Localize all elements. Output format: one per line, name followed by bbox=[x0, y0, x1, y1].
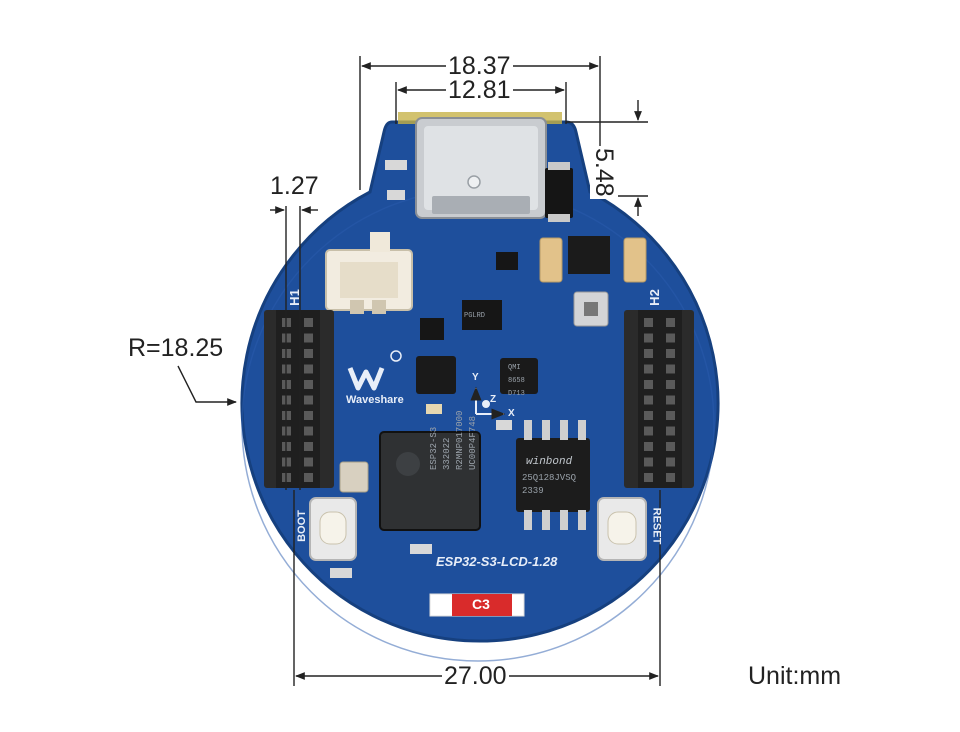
dim-radius: R=18.25 bbox=[126, 334, 226, 362]
boot-button bbox=[309, 497, 357, 561]
header-pin bbox=[644, 442, 653, 451]
flash-marking: 25Q128JVSQ 2339 bbox=[522, 473, 577, 496]
header-pin bbox=[666, 442, 675, 451]
header-pin bbox=[304, 395, 313, 405]
usb-c-connector bbox=[415, 117, 547, 219]
header-pin bbox=[644, 473, 653, 482]
header-pin bbox=[644, 426, 653, 436]
reset-label: RESET bbox=[650, 507, 663, 545]
header-pin bbox=[304, 349, 313, 358]
small-chip-marking: PGLRD bbox=[464, 312, 486, 320]
header-pin bbox=[666, 457, 675, 467]
sensor-marking: QMI 8658 D713 bbox=[508, 364, 525, 398]
dim-usb-width: 12.81 bbox=[446, 76, 513, 104]
header-pin bbox=[666, 395, 675, 405]
ldo bbox=[462, 300, 502, 330]
imu-sensor bbox=[416, 356, 456, 394]
header-pin bbox=[666, 333, 675, 343]
header-pin bbox=[304, 426, 313, 436]
header-pin bbox=[644, 349, 653, 358]
header-pin bbox=[304, 364, 313, 374]
waveshare-logo bbox=[347, 350, 402, 391]
header-pin bbox=[644, 457, 653, 467]
power-ic bbox=[568, 236, 610, 274]
axis-z-label: Z bbox=[490, 394, 497, 405]
header-pin bbox=[304, 442, 313, 451]
header-h1-label: H1 bbox=[286, 289, 302, 306]
led-component bbox=[420, 318, 444, 340]
header-pin bbox=[666, 473, 675, 482]
header-pin bbox=[644, 364, 653, 374]
header-pin bbox=[666, 349, 675, 358]
header-pin bbox=[304, 380, 313, 389]
dim-pin-pitch: 1.27 bbox=[268, 172, 321, 200]
header-pin bbox=[666, 426, 675, 436]
header-pin bbox=[666, 380, 675, 389]
capacitor bbox=[623, 237, 647, 283]
capacitor bbox=[539, 237, 563, 283]
axis-symbol bbox=[470, 386, 506, 420]
header-pin bbox=[304, 318, 313, 327]
header-pin bbox=[304, 333, 313, 343]
header-pin bbox=[644, 318, 653, 327]
c3-component bbox=[429, 593, 525, 617]
header-pin bbox=[304, 411, 313, 420]
esp32-marking: ESP32-S3 332022 R2MNP017000 UC00P4F748 bbox=[429, 410, 478, 470]
dim-usb-offset: 5.48 bbox=[590, 146, 618, 199]
dim-overall-width: 18.37 bbox=[446, 52, 513, 80]
dim-header-spacing: 27.00 bbox=[442, 662, 509, 690]
unit-label: Unit:mm bbox=[746, 662, 844, 690]
axis-y-label: Y bbox=[472, 372, 479, 383]
battery-connector bbox=[325, 232, 413, 314]
header-pin bbox=[644, 411, 653, 420]
brand-label: Waveshare bbox=[346, 394, 404, 406]
transistor bbox=[496, 252, 518, 270]
header-pin bbox=[666, 364, 675, 374]
header-pin bbox=[644, 333, 653, 343]
header-h1 bbox=[264, 310, 334, 488]
flash-chip bbox=[516, 420, 590, 530]
header-pin bbox=[666, 411, 675, 420]
header-pin bbox=[644, 380, 653, 389]
c3-label: C3 bbox=[472, 596, 490, 612]
small-ic bbox=[500, 358, 538, 394]
flash-brand-marking: winbond bbox=[526, 456, 573, 468]
header-pin bbox=[644, 395, 653, 405]
board-name-label: ESP32-S3-LCD-1.28 bbox=[436, 554, 558, 569]
header-pin bbox=[304, 473, 313, 482]
diode bbox=[545, 168, 573, 218]
header-pin bbox=[666, 318, 675, 327]
axis-x-label: X bbox=[508, 408, 515, 419]
esp32-chip bbox=[379, 431, 481, 531]
header-h2-label: H2 bbox=[646, 289, 662, 306]
header-h2 bbox=[624, 310, 694, 488]
boot-label: BOOT bbox=[295, 510, 308, 542]
reset-button bbox=[597, 497, 647, 561]
header-pin bbox=[304, 457, 313, 467]
